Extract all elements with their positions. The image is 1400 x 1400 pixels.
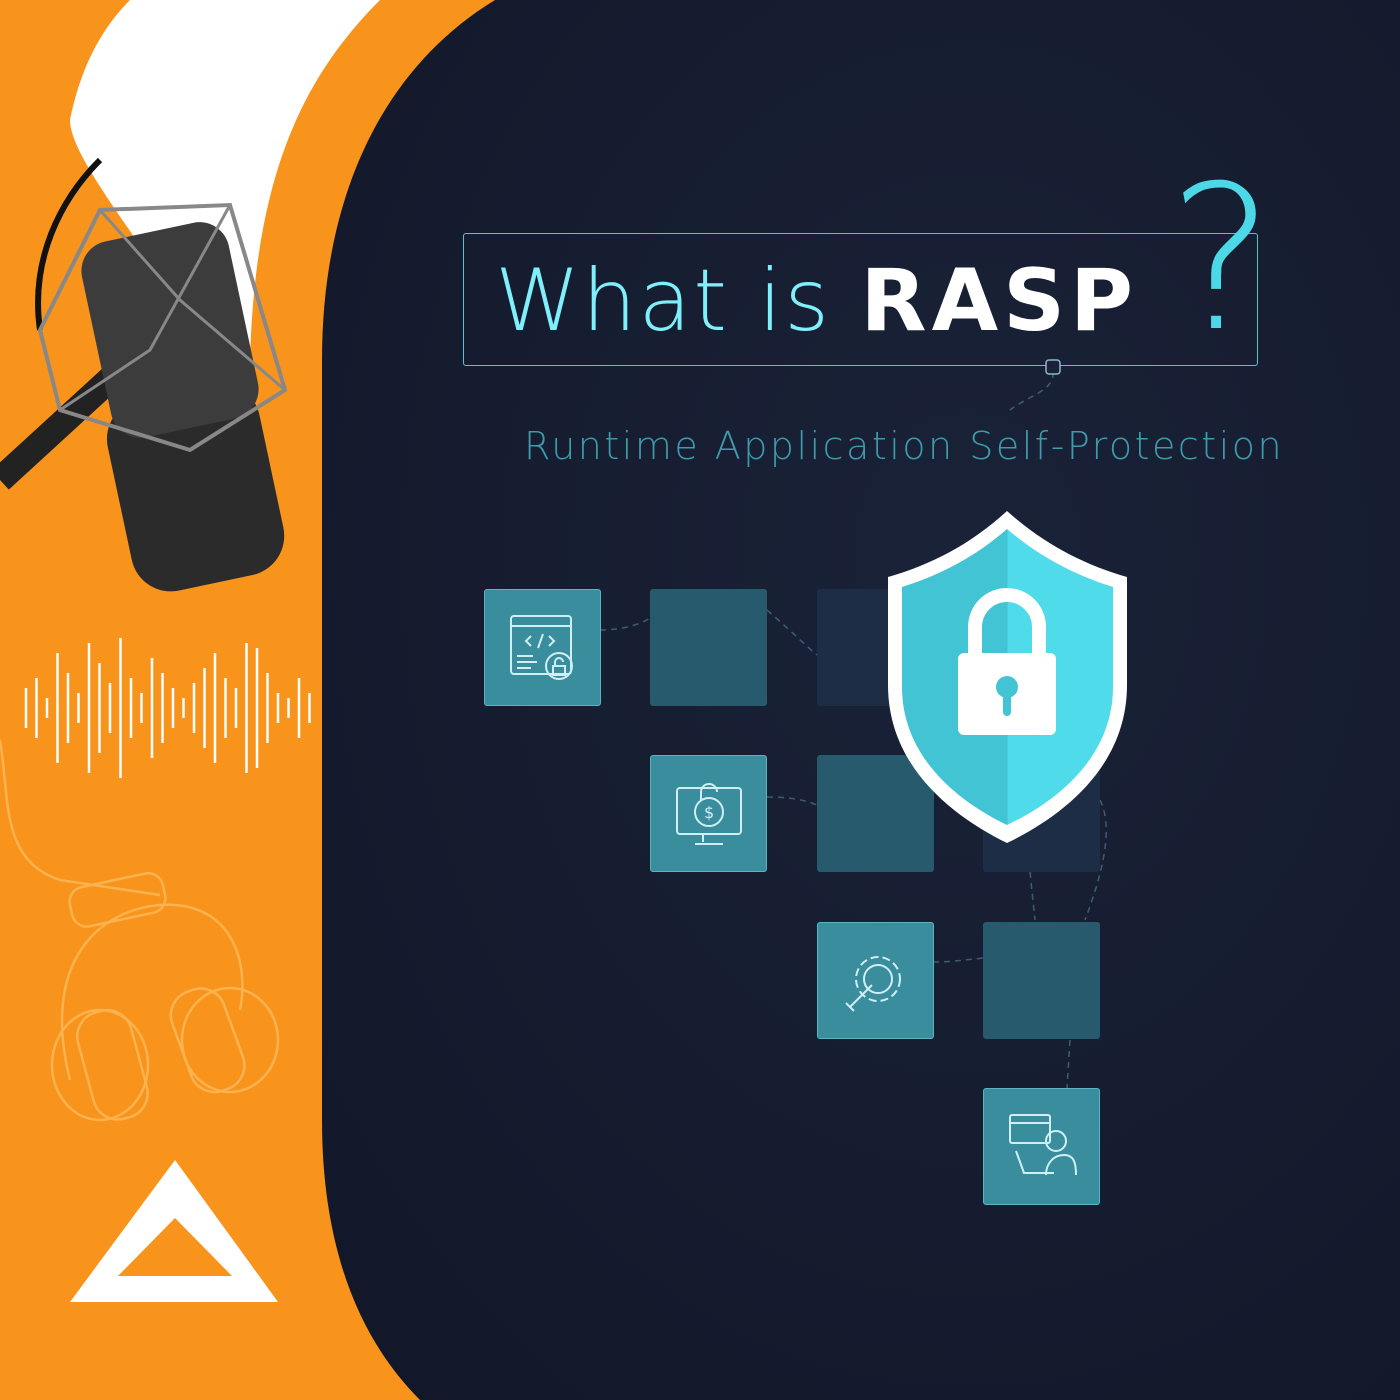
white-curve-band (70, 0, 380, 360)
page-title: What is RASP (495, 246, 1138, 356)
developer-tile (983, 1088, 1100, 1205)
sound-wave-icon (24, 638, 311, 778)
grid-tile (650, 589, 767, 706)
monitor-lock-tile: $ (650, 755, 767, 872)
developer-laptop-icon (1009, 1114, 1077, 1176)
brand-logo-triangle (70, 1160, 278, 1302)
connector-node (1045, 359, 1061, 375)
shield-lock-icon (888, 511, 1127, 843)
code-lock-tile (484, 589, 601, 706)
title-frame (463, 233, 1258, 366)
gear-wrench-icon (845, 956, 901, 1012)
grid-tile (817, 755, 934, 872)
gear-tile (817, 922, 934, 1039)
code-window-lock-icon (510, 615, 573, 680)
title-prefix: What is (495, 251, 831, 351)
headphones-icon (0, 739, 280, 1122)
monitor-dollar-lock-icon: $ (676, 783, 742, 845)
grid-tile (983, 922, 1100, 1039)
subtitle: Runtime Application Self-Protection (524, 424, 1285, 468)
svg-text:$: $ (704, 803, 714, 822)
microphone-icon (0, 157, 288, 592)
question-mark: ? (1168, 143, 1275, 376)
title-acronym: RASP (860, 251, 1139, 351)
